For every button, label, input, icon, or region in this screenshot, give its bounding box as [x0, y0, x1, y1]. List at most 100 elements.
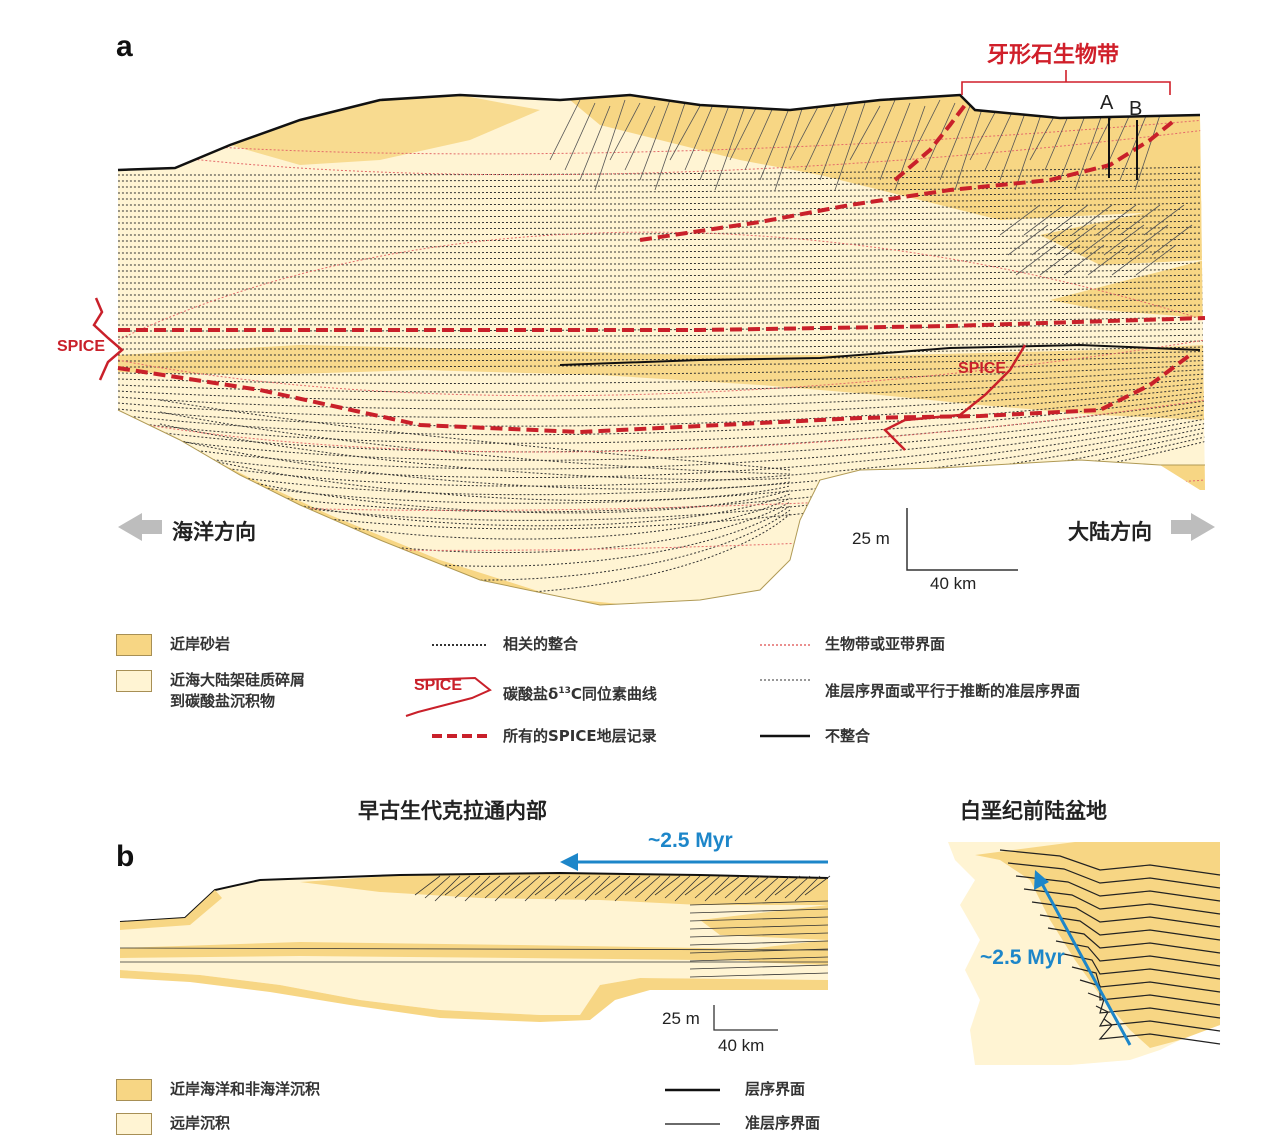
correlative-line [118, 172, 1205, 182]
conodont-zone-label: 牙形石生物带 [987, 43, 1120, 68]
section-a-label: A [1100, 92, 1114, 114]
correlative-line [118, 346, 1205, 356]
wedge-line [1007, 224, 1049, 256]
panel-b-line [504, 875, 531, 896]
panel-b-line [714, 875, 741, 896]
panel-b-line [534, 875, 561, 896]
correlative-line [118, 396, 1205, 444]
correlative-line [118, 334, 1205, 344]
panel-b-line [664, 875, 691, 899]
panel-b-line [484, 875, 511, 899]
panel-b-line [594, 875, 621, 896]
correlative-line [159, 459, 791, 514]
correlative-line [118, 400, 1205, 453]
foreland-line [1007, 862, 1221, 889]
mid-sandstone-wedge-2 [1050, 260, 1205, 318]
wedge-line [879, 102, 911, 181]
wedge-line [699, 102, 731, 181]
wedge-line [1031, 224, 1073, 256]
wedge-line [639, 99, 671, 181]
panel-b-line [689, 956, 829, 962]
foreland-line [1047, 927, 1221, 954]
nearshore-swatch [116, 1079, 152, 1101]
wedge-line [1103, 224, 1145, 256]
biozone-line [118, 119, 1205, 155]
spice-dashed-lower [117, 353, 1192, 435]
spice-label-left: SPICE [57, 338, 106, 355]
legend-biozone-boundary: 生物带或亚带界面 [825, 635, 946, 653]
wedge-line [1111, 244, 1153, 276]
spice-dashed-upper [639, 118, 1177, 242]
correlative-line [118, 391, 1205, 436]
correlative-line [159, 447, 791, 502]
wedge-line [729, 99, 761, 161]
correlative-line [118, 286, 1205, 296]
wedge-line [1071, 204, 1113, 236]
panel-b-line [614, 875, 641, 902]
panel-b-line [644, 875, 671, 902]
offshore-swatch [116, 1113, 152, 1135]
correlative-line [118, 298, 1205, 308]
wedge-line [1047, 204, 1089, 236]
upper-sandstone-wedge [570, 95, 1205, 220]
panel-b-line [464, 875, 491, 902]
correlative-line [159, 399, 791, 471]
panel-b-left-title: 早古生代克拉通内部 [358, 799, 547, 823]
legend-b-offshore: 远岸沉积 [170, 1114, 231, 1132]
panel-b-line [434, 875, 461, 902]
panel-b-line [584, 875, 611, 902]
panel-b-line [689, 908, 829, 914]
spice-dashed-middle [118, 316, 1206, 332]
biozone-line [118, 339, 1205, 397]
wedge-line [654, 102, 686, 191]
panel-b-line [694, 875, 721, 899]
foreland-line [1098, 1018, 1221, 1045]
correlative-line [118, 382, 1205, 419]
correlative-line [118, 292, 1205, 302]
correlative-line [118, 373, 1205, 402]
wedge-line [864, 99, 896, 171]
wedge-line [759, 105, 791, 181]
duration-label-top: ~2.5 Myr [648, 829, 733, 852]
correlative-line [118, 280, 1205, 290]
scale-vertical-a: 25 m [852, 529, 890, 548]
panel-b-offshore-body [120, 873, 828, 1015]
foreland-line [1087, 992, 1221, 1019]
arrow-left-icon [560, 853, 578, 871]
panel-b-letter: b [116, 840, 135, 873]
biozone-line [118, 479, 1205, 511]
panel-b-line [689, 964, 829, 970]
correlative-line [118, 256, 1205, 266]
panel-b-line [704, 875, 731, 902]
correlative-line [118, 220, 1205, 230]
correlative-line [118, 405, 1205, 461]
legend-b-parasequence-boundary: 准层序界面 [745, 1114, 821, 1132]
wedge-line [984, 105, 1016, 171]
correlative-line [118, 340, 1205, 350]
seaward-arrow-icon [118, 513, 162, 541]
correlative-line [118, 351, 1205, 362]
foreland-line [1079, 979, 1221, 1006]
wedge-line [1119, 105, 1151, 181]
scale-horizontal-b: 40 km [718, 1036, 765, 1055]
wedge-line [609, 102, 641, 161]
wedge-line [594, 99, 626, 191]
mid-unconformity [559, 343, 1201, 366]
correlative-line [118, 387, 1205, 427]
landward-label: 大陆方向 [1068, 520, 1152, 544]
wedge-line [954, 99, 986, 191]
wedge-line [669, 105, 701, 161]
legend-unconformity: 不整合 [825, 727, 871, 745]
correlative-line [118, 232, 1205, 242]
legend-offshore-line1: 近海大陆架硅质碎屑 [170, 671, 306, 689]
spice-dashed-upper-left [893, 103, 967, 182]
biozone-line [118, 399, 1205, 453]
legend-all-spice: 所有的SPICE地层记录 [503, 727, 657, 745]
panel-b-line [689, 900, 829, 906]
wedge-line [819, 99, 851, 181]
legend-correlative-conformity: 相关的整合 [503, 635, 579, 653]
correlative-line [118, 423, 1205, 496]
scale-horizontal-a: 40 km [930, 574, 977, 593]
arrow-up-left-icon [1034, 870, 1049, 890]
